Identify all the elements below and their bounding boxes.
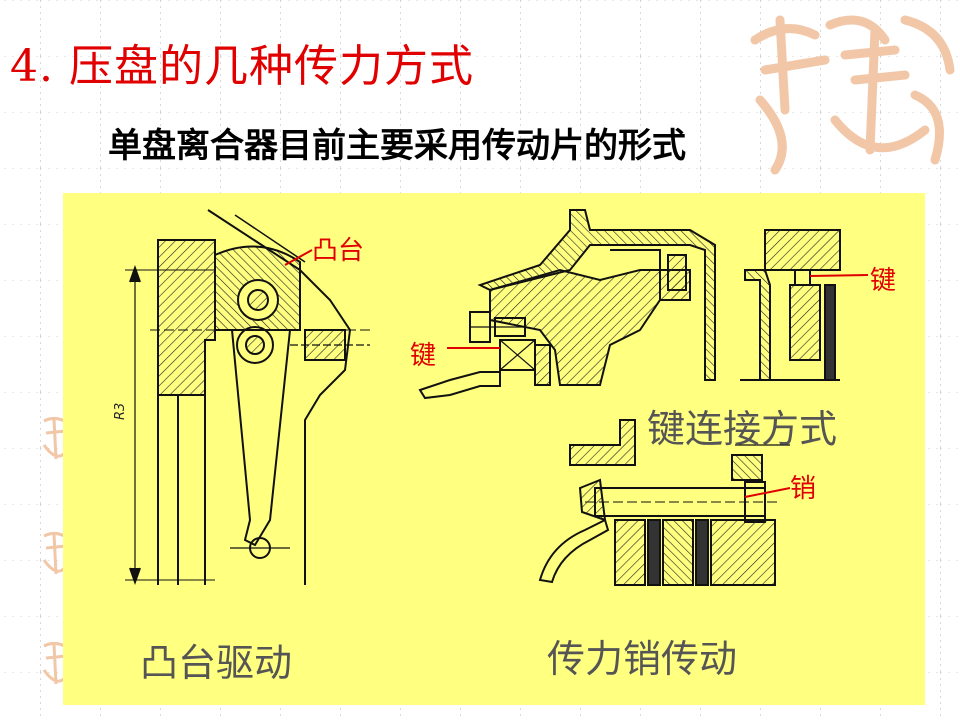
callout-boss: 凸台 — [312, 236, 365, 266]
caption-pin-drive: 传力销传动 — [547, 637, 738, 681]
pin-drive-drawing — [538, 419, 791, 586]
callout-pin: 销 — [790, 474, 817, 504]
slide-title: 4. 压盘的几种传力方式 — [10, 41, 474, 92]
dimension-r3: R3 — [113, 402, 128, 420]
caption-key-connection: 键连接方式 — [647, 407, 838, 451]
calligraphy-seal-decoration — [750, 15, 955, 175]
callout-key-right: 键 — [870, 266, 897, 296]
boss-drive-drawing — [125, 209, 370, 585]
key-connection-drawing — [418, 209, 869, 400]
callout-key-left: 键 — [410, 341, 437, 371]
caption-boss-drive: 凸台驱动 — [140, 641, 293, 685]
slide-subtitle: 单盘离合器目前主要采用传动片的形式 — [108, 126, 686, 166]
